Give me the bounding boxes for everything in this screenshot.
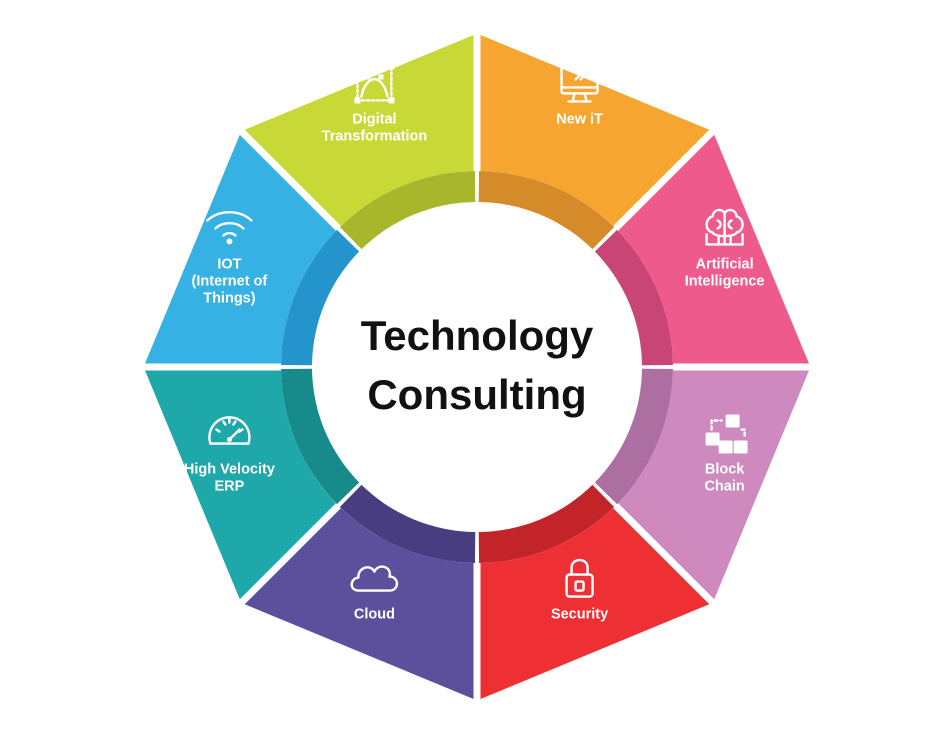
brain-chip-icon	[705, 208, 744, 246]
padlock-icon	[565, 558, 594, 598]
segments-layer	[145, 35, 809, 699]
wifi-icon	[206, 210, 253, 245]
inner-ring-layer	[281, 171, 673, 563]
segment-8-label-line-2: Transformation	[322, 128, 428, 144]
segment-8-inner-band	[339, 171, 476, 260]
center-title-line-1: Technology	[361, 312, 594, 359]
segment-3-label-line-1: Block	[705, 462, 745, 478]
segment-4	[480, 508, 710, 699]
segment-3	[618, 370, 809, 600]
segment-3-inner-band	[584, 368, 673, 505]
segment-8-label-line-1: Digital	[352, 111, 396, 127]
segment-3-label-line-2: Chain	[704, 479, 744, 495]
segment-1	[480, 35, 710, 226]
segment-2-label-line-1: Artificial	[696, 256, 754, 272]
labels-layer: New iT ArtificialIntelligenceBlockChainSe…	[184, 63, 765, 623]
speedometer-icon	[208, 416, 251, 445]
segment-6-inner-band	[281, 368, 370, 505]
segment-6-label-line-2: ERP	[214, 479, 244, 495]
monitor-icon	[560, 66, 599, 103]
segment-4-inner-band	[478, 474, 615, 563]
segment-4-label-line-1: Security	[551, 607, 608, 623]
segment-6-label-line-1: High Velocity	[184, 462, 275, 478]
segment-7-label-line-1: IOT	[217, 256, 241, 272]
blockchain-cubes-icon	[705, 414, 748, 454]
segment-2	[618, 134, 809, 364]
segment-2-label-line-2: Intelligence	[685, 273, 765, 289]
segment-5-label-line-1: Cloud	[354, 607, 395, 623]
segment-6	[145, 370, 336, 600]
segment-2-inner-band	[584, 229, 673, 366]
segment-7-label-line-3: Things)	[203, 290, 256, 306]
segment-5	[244, 508, 474, 699]
segment-5-inner-band	[339, 474, 476, 563]
segment-8	[244, 35, 474, 226]
bezier-frame-icon	[354, 63, 395, 104]
cloud-icon	[350, 565, 399, 592]
center-title-line-2: Consulting	[367, 371, 586, 418]
center-hub	[312, 202, 642, 532]
segment-7	[145, 134, 336, 364]
segment-1-label-line-1: New iT	[556, 111, 603, 127]
segment-7-inner-band	[281, 229, 370, 366]
segment-1-inner-band	[478, 171, 615, 260]
segment-7-label-line-2: (Internet of	[192, 273, 268, 289]
